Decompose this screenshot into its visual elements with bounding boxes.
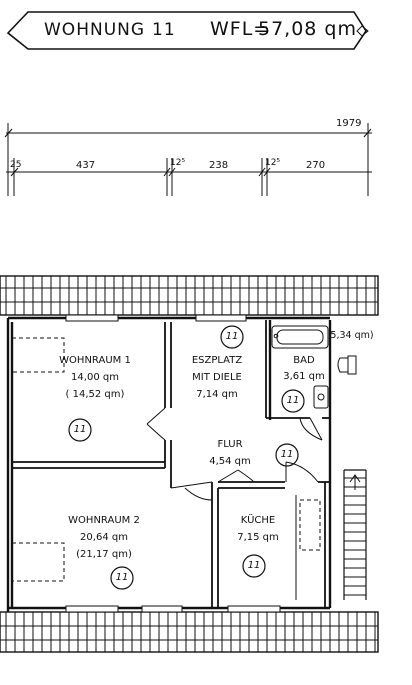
bathroom-fixtures <box>271 325 357 409</box>
roof-hatching-top <box>0 275 379 316</box>
unit-number: 11 <box>152 20 176 40</box>
room-area: 14,00 qm <box>71 372 119 383</box>
dimension-segment: 25 <box>10 160 22 170</box>
stair-arrow <box>349 474 361 490</box>
unit-label: WOHNUNG <box>44 20 146 40</box>
room-flur: FLUR 4,54 qm <box>195 436 265 470</box>
hatch-bottom-strokes <box>5 612 376 652</box>
room-bad-area-alt: 5,34 qm) <box>330 330 374 341</box>
room-area: 20,64 qm <box>80 532 128 543</box>
hatch-top-strokes <box>5 276 376 315</box>
room-area: 7,14 qm <box>196 389 238 400</box>
unit-marker-label: 11 <box>280 449 294 460</box>
dimension-segment: 437 <box>76 160 96 171</box>
title-corner-mark <box>356 25 369 37</box>
room-wohnraum-1: WOHNRAUM 1 14,00 qm ( 14,52 qm) <box>40 352 150 403</box>
staircase <box>343 469 367 600</box>
stair-steps <box>344 477 366 596</box>
room-kueche: KÜCHE 7,15 qm <box>226 512 290 546</box>
room-eszplatz: ESZPLATZ MIT DIELE 7,14 qm <box>172 352 262 403</box>
windows <box>65 314 281 613</box>
door-swings <box>146 407 323 501</box>
room-bad-name: BAD <box>293 355 315 366</box>
unit-marker-label: 11 <box>225 331 239 342</box>
unit-marker-circles <box>68 325 305 590</box>
room-area-alt: (21,17 qm) <box>76 549 132 560</box>
dashed-furniture <box>11 337 321 582</box>
area-value: 57,08 qm <box>258 18 358 40</box>
room-area: 7,15 qm <box>237 532 279 543</box>
unit-marker-label: 11 <box>115 572 129 583</box>
room-area: 4,54 qm <box>209 456 251 467</box>
room-area-alt: ( 14,52 qm) <box>65 389 125 400</box>
dimension-lines <box>4 123 372 196</box>
interior-walls <box>12 320 330 608</box>
dimension-segment: 270 <box>306 160 326 171</box>
room-bad-area: 3,61 qm <box>283 371 325 382</box>
dimension-total: 1979 <box>336 118 362 129</box>
room-name: KÜCHE <box>240 515 276 526</box>
unit-marker-label: 11 <box>247 560 261 571</box>
room-name-2: MIT DIELE <box>192 372 242 383</box>
roof-hatching-bottom <box>0 611 379 653</box>
room-name: FLUR <box>217 439 243 450</box>
room-name: ESZPLATZ <box>191 355 243 366</box>
dimension-segment: 12⁵ <box>170 158 186 168</box>
dimension-segment: 12⁵ <box>265 158 281 168</box>
unit-marker-label: 11 <box>286 395 300 406</box>
room-wohnraum-2: WOHNRAUM 2 20,64 qm (21,17 qm) <box>44 512 164 563</box>
dimension-segment: 238 <box>209 160 229 171</box>
room-name: WOHNRAUM 2 <box>68 515 140 526</box>
area-label: WFL= <box>210 18 271 40</box>
title-banner-frame <box>6 11 367 50</box>
room-name: WOHNRAUM 1 <box>59 355 131 366</box>
unit-marker-label: 11 <box>73 424 87 435</box>
